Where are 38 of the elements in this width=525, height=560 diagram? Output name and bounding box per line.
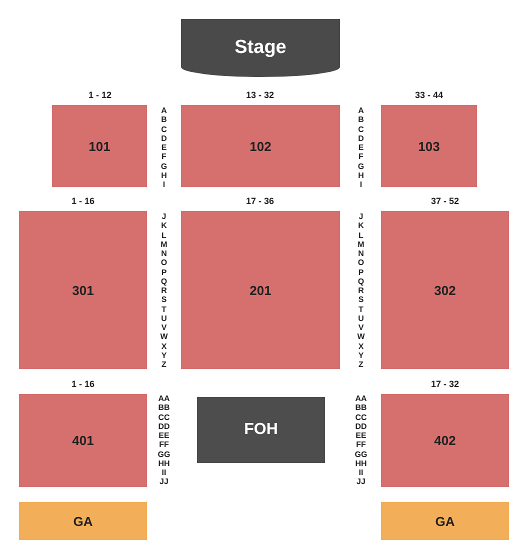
section-label: GA xyxy=(73,514,93,528)
row-letters: AA BB CC DD EE FF GG HH II JJ xyxy=(354,394,368,486)
seating-section xyxy=(19,211,147,369)
row-letters: A B C D E F G H I xyxy=(358,106,364,190)
seat-range-label: 1 - 16 xyxy=(72,379,94,389)
section-number: 102 xyxy=(250,138,272,154)
section-number: 101 xyxy=(88,138,110,154)
seating-section xyxy=(181,105,340,187)
seating-section xyxy=(181,211,340,369)
stage-area xyxy=(181,19,340,77)
section-number: 103 xyxy=(418,138,440,154)
seat-range-label: 13 - 32 xyxy=(246,90,274,100)
seat-range-label: 1 - 16 xyxy=(72,196,94,206)
seat-range-label: 37 - 52 xyxy=(430,196,460,206)
seat-range-label: 17 - 36 xyxy=(246,196,274,206)
row-letters: A B C D E F G H I xyxy=(160,106,168,190)
section-number: 201 xyxy=(250,282,272,298)
section-number: 402 xyxy=(434,433,456,448)
seating-section xyxy=(381,105,477,187)
row-letters: J K L M N O P Q R S T U V W X Y Z xyxy=(160,212,168,370)
seating-section xyxy=(19,394,147,487)
row-letters: AA BB CC DD EE FF GG HH II JJ xyxy=(158,394,170,486)
general-admission-area xyxy=(19,502,147,540)
section-number: 301 xyxy=(72,282,94,298)
seat-range-label: 17 - 32 xyxy=(430,379,460,389)
seating-section xyxy=(52,105,147,187)
foh-area xyxy=(197,397,325,463)
section-number: 401 xyxy=(72,433,94,448)
seating-section xyxy=(381,394,509,487)
stage-label: Stage xyxy=(234,37,286,59)
seat-range-label: 33 - 44 xyxy=(414,90,444,100)
foh-label: FOH xyxy=(244,421,278,439)
seat-range-label: 1 - 12 xyxy=(88,90,112,100)
seating-section xyxy=(381,211,509,369)
section-label: GA xyxy=(435,514,455,528)
row-letters: J K L M N O P Q R S T U V W X Y Z xyxy=(357,212,365,370)
general-admission-area xyxy=(381,502,509,540)
section-number: 302 xyxy=(434,282,456,298)
